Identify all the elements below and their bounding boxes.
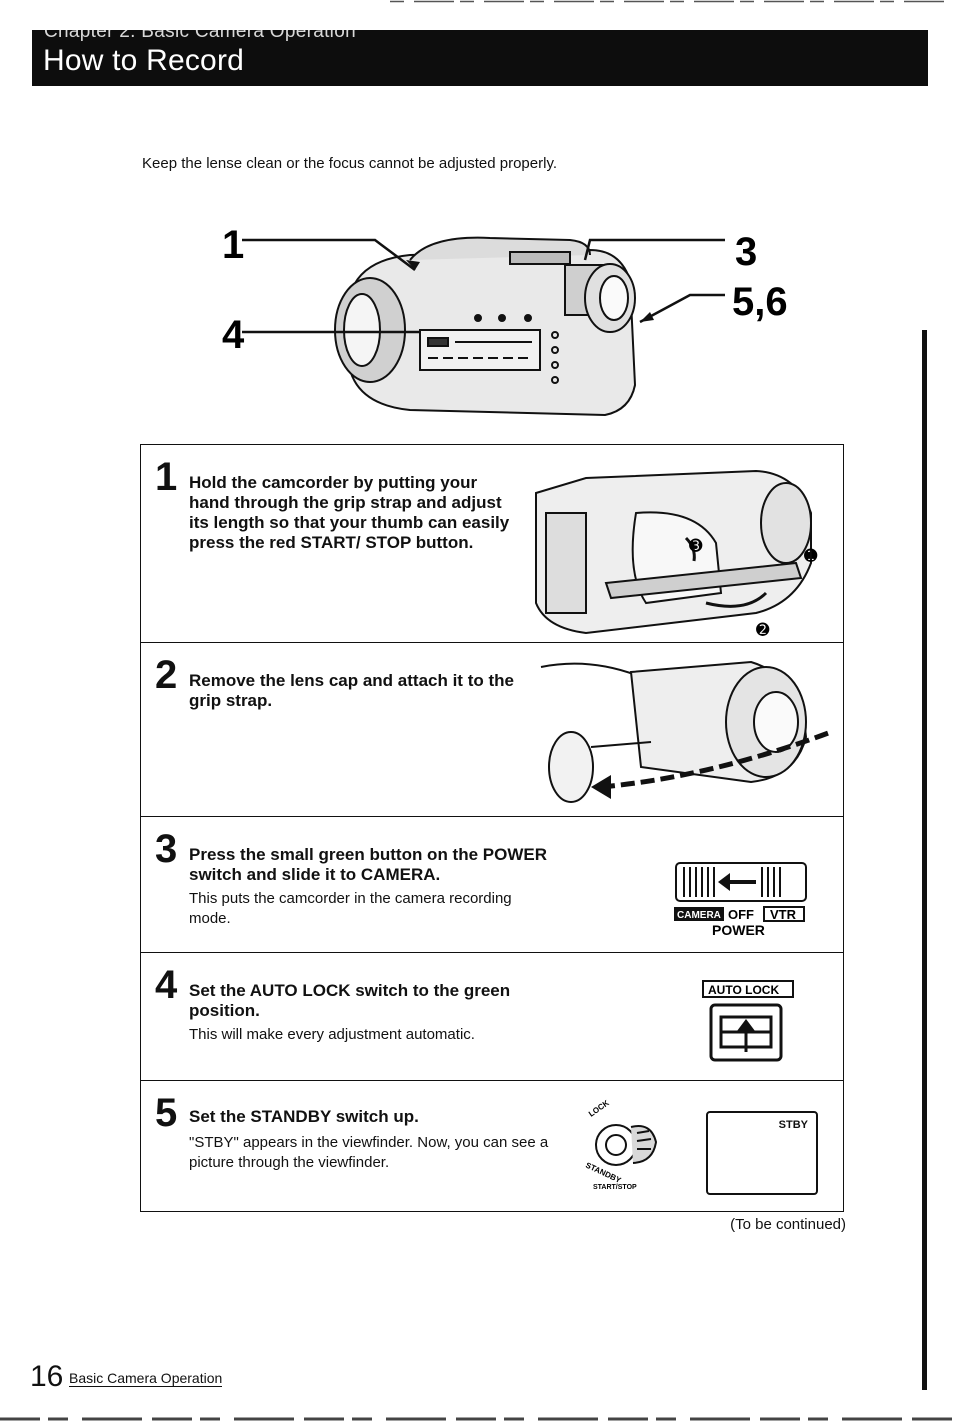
- lens-cap-illustration: [540, 660, 832, 803]
- vtr-label: VTR: [770, 907, 797, 922]
- power-switch-illustration: CAMERA OFF VTR POWER: [674, 862, 807, 937]
- step-body: "STBY" appears in the viewfinder. Now, y…: [189, 1134, 549, 1171]
- step-number: 1: [155, 455, 178, 499]
- marker-3: ➌: [689, 536, 703, 555]
- stby-indicator: STBY: [778, 1119, 808, 1131]
- page-header: Chapter 2. Basic Camera Operation How to…: [32, 30, 928, 86]
- callout-5-6: 5,6: [732, 280, 788, 324]
- page-title: How to Record: [43, 44, 245, 77]
- off-label: OFF: [728, 907, 754, 922]
- step-5: 5 Set the STANDBY switch up. "STBY" appe…: [141, 1081, 843, 1211]
- steps-table: 1 Hold the camcorder by putting your han…: [140, 444, 844, 1212]
- step-heading: Set the AUTO LOCK switch to the green po…: [189, 981, 511, 1020]
- step-heading: Set the STANDBY switch up.: [189, 1107, 419, 1126]
- chapter-title: Chapter 2. Basic Camera Operation: [44, 30, 356, 42]
- step-number: 3: [155, 827, 178, 871]
- footer-section-label: Basic Camera Operation: [69, 1370, 223, 1387]
- step-heading: Hold the camcorder by putting your hand …: [189, 473, 510, 552]
- intro-text: Keep the lense clean or the focus cannot…: [142, 155, 557, 172]
- bottom-scan-dashes: [0, 1417, 954, 1421]
- camera-label: CAMERA: [677, 910, 721, 921]
- step-2: 2 Remove the lens cap and attach it to t…: [141, 643, 843, 817]
- step-number: 2: [155, 653, 178, 697]
- callout-3: 3: [735, 230, 757, 274]
- grip-strap-illustration: ➌ ➊ ➋: [535, 469, 818, 638]
- top-scan-dashes: [390, 0, 950, 3]
- step-1: 1 Hold the camcorder by putting your han…: [141, 445, 843, 643]
- step-heading: Press the small green button on the POWE…: [189, 845, 547, 884]
- lock-label: LOCK: [587, 1098, 611, 1118]
- viewfinder-display: STBY: [706, 1111, 818, 1195]
- marker-2: ➋: [756, 620, 770, 638]
- step-body: This puts the camcorder in the camera re…: [189, 890, 512, 927]
- camcorder-illustration: 1 4 3 5,6: [222, 223, 788, 417]
- standby-switch-illustration: LOCK STANDBY START/STOP: [584, 1098, 658, 1191]
- page-number: 16: [30, 1360, 64, 1393]
- right-margin-bar: [922, 330, 927, 1390]
- step-4: 4 Set the AUTO LOCK switch to the green …: [141, 953, 843, 1081]
- step-heading: Remove the lens cap and attach it to the…: [189, 671, 514, 710]
- marker-1: ➊: [804, 546, 818, 565]
- auto-lock-switch-illustration: AUTO LOCK: [702, 980, 794, 1062]
- step-number: 4: [155, 963, 178, 1007]
- continued-note: (To be continued): [730, 1216, 846, 1233]
- auto-lock-label: AUTO LOCK: [708, 983, 779, 997]
- step-body: This will make every adjustment automati…: [189, 1026, 475, 1043]
- callout-4: 4: [222, 313, 245, 357]
- power-label: POWER: [712, 922, 765, 937]
- step-3: 3 Press the small green button on the PO…: [141, 817, 843, 953]
- start-stop-label: START/STOP: [593, 1184, 637, 1191]
- step-number: 5: [155, 1091, 178, 1135]
- callout-1: 1: [222, 223, 244, 267]
